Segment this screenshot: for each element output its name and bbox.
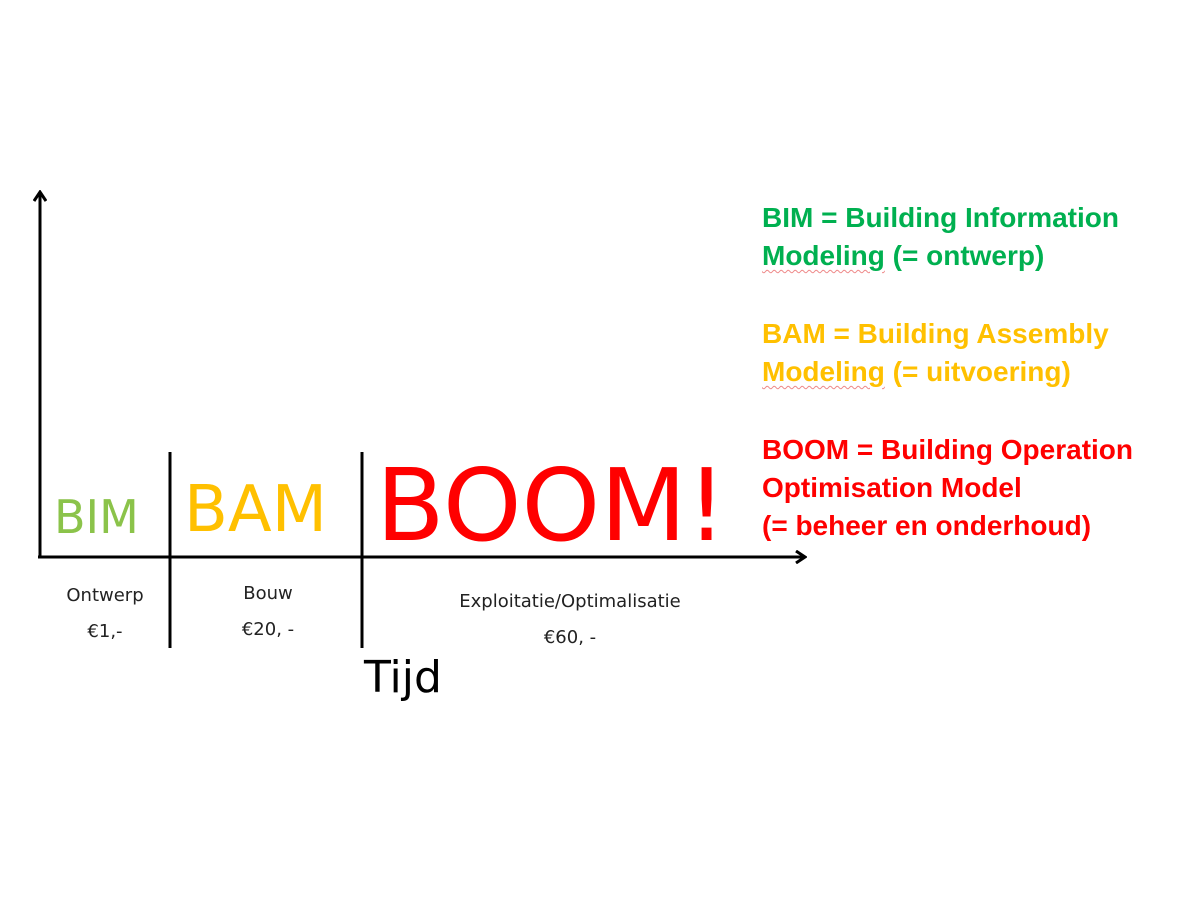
phase-bim: BIM [54, 490, 139, 544]
definition-boom: BOOM = Building Operation Optimisation M… [762, 431, 1133, 545]
definition-note: (= uitvoering) [884, 356, 1071, 387]
stage-name: Bouw [243, 583, 293, 604]
stage-name: Exploitatie/Optimalisatie [459, 591, 681, 612]
definition-line: BAM = Building Assembly [762, 318, 1109, 349]
definition-line: (= beheer en onderhoud) [762, 510, 1092, 541]
definition-line: Modeling (= ontwerp) [762, 237, 1119, 275]
definition-bam: BAM = Building Assembly Modeling (= uitv… [762, 315, 1109, 391]
stage-bouw: Bouw €20, - [242, 576, 294, 648]
definition-line: Modeling (= uitvoering) [762, 353, 1109, 391]
stage-ontwerp: Ontwerp €1,- [66, 578, 143, 650]
x-axis-label: Tijd [364, 652, 442, 703]
definition-line: BIM = Building Information [762, 202, 1119, 233]
definition-line: Optimisation Model [762, 472, 1022, 503]
definition-line: BOOM = Building Operation [762, 434, 1133, 465]
definition-term: Modeling [762, 240, 885, 271]
stage-cost: €20, - [241, 619, 295, 640]
phase-bam: BAM [184, 473, 327, 547]
stage-cost: €1,- [87, 621, 123, 642]
definition-term: Modeling [762, 356, 885, 387]
stage-exploitatie: Exploitatie/Optimalisatie €60, - [459, 584, 681, 656]
definition-note: (= ontwerp) [884, 240, 1045, 271]
stage-cost: €60, - [543, 627, 597, 648]
phase-boom: BOOM! [376, 447, 727, 564]
stage-name: Ontwerp [66, 585, 144, 606]
definition-bim: BIM = Building Information Modeling (= o… [762, 199, 1119, 275]
